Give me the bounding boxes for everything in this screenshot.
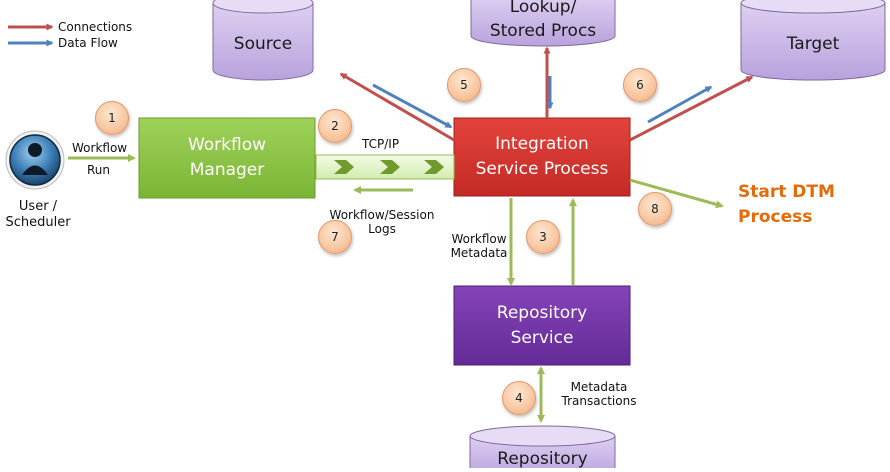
repository-db-label: Repository	[497, 449, 588, 469]
connection-arrow-to-target	[629, 75, 754, 142]
workflow-metadata-label: Workflow Metadata	[450, 232, 508, 260]
step-badge-3: 3	[526, 220, 560, 254]
step-badge-8: 8	[638, 192, 672, 226]
legend-dataflow-label: Data Flow	[58, 36, 118, 50]
workflow-manager-label: Workflow Manager	[187, 135, 267, 180]
step-badge-5: 5	[447, 68, 481, 102]
repository-service-box	[453, 285, 631, 366]
repository-database-cylinder	[469, 425, 616, 468]
integration-service-label: Integration Service Process	[475, 134, 609, 179]
source-db-label: Source	[233, 34, 293, 54]
workflow-label: Workflow	[72, 141, 128, 155]
legend-connections-label: Connections	[58, 20, 133, 34]
repository-service-label: Repository Service	[496, 302, 588, 348]
source-database-cylinder	[212, 0, 314, 81]
start-dtm-process-label: Start DTM Process	[738, 182, 835, 227]
lookup-database-cylinder	[470, 0, 616, 47]
dataflow-arrow-to-target	[647, 85, 713, 124]
user-icon	[5, 130, 65, 190]
step-badge-4: 4	[502, 381, 536, 415]
start-dtm-arrow	[629, 178, 724, 209]
lookup-db-label: Lookup/ Stored Procs	[489, 0, 597, 41]
step-badge-7: 7	[318, 220, 352, 254]
tcp-ip-channel	[315, 154, 455, 180]
target-db-label: Target	[786, 34, 840, 54]
dataflow-arrow-from-source	[372, 83, 453, 129]
workflow-session-logs-label: Workflow/Session Logs	[329, 208, 435, 236]
step-badge-2: 2	[318, 109, 352, 143]
step-badge-6: 6	[623, 68, 657, 102]
step-badge-1: 1	[95, 101, 129, 135]
metadata-transactions-label: Metadata Transactions	[561, 380, 637, 408]
workflow-manager-box	[138, 117, 316, 199]
target-database-cylinder	[740, 0, 886, 81]
integration-service-box	[453, 117, 631, 197]
user-scheduler-label: User / Scheduler	[5, 199, 71, 230]
run-label: Run	[87, 163, 111, 177]
tcp-ip-label: TCP/IP	[362, 137, 400, 151]
legend	[8, 23, 54, 47]
connection-arrow-to-source	[339, 72, 455, 142]
